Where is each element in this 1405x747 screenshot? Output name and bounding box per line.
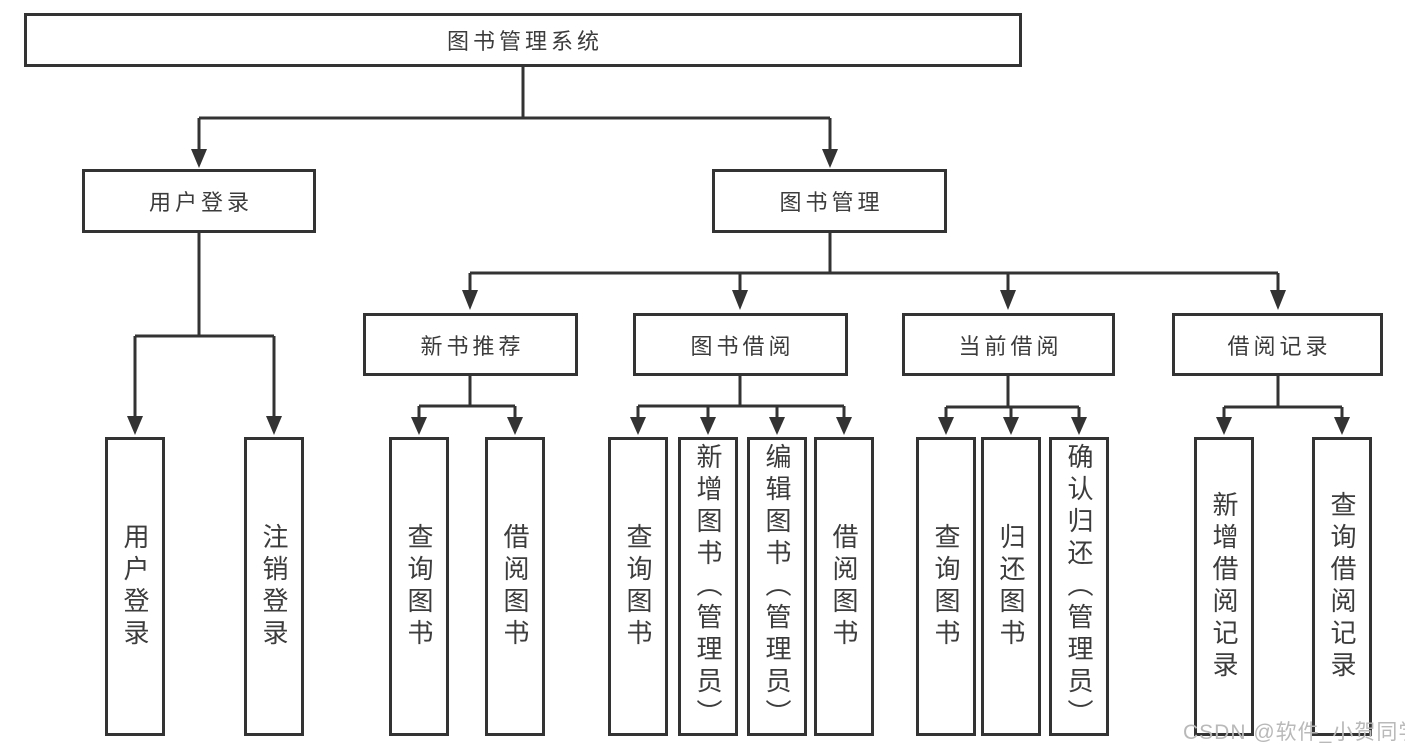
connector-root-to-level1 — [191, 67, 838, 168]
node-book-borrow-label: 图书借阅 — [690, 333, 795, 359]
csdn-watermark: CSDN @软件_小贺同学 — [1183, 721, 1405, 744]
leaf-new-book-borrow-books: 借阅图书 — [485, 437, 545, 736]
node-library-management-system-label: 图书管理系统 — [446, 29, 603, 54]
leaf-add-borrow-record: 新增借阅记录 — [1194, 437, 1254, 736]
leaf-new-book-query-books: 查询图书 — [389, 437, 449, 736]
node-user-login: 用户登录 — [82, 169, 316, 233]
node-borrow-records: 借阅记录 — [1172, 313, 1383, 376]
leaf-new-book-borrow-books-label: 借阅图书 — [500, 522, 530, 651]
node-borrow-records-label: 借阅记录 — [1227, 333, 1332, 359]
leaf-book-borrow-query-books-label: 查询图书 — [623, 522, 653, 651]
node-current-borrow: 当前借阅 — [902, 313, 1115, 376]
leaf-book-borrow-query-books: 查询图书 — [608, 437, 668, 736]
leaf-logout: 注销登录 — [244, 437, 304, 736]
leaf-return-books-label: 归还图书 — [996, 522, 1026, 651]
leaf-query-borrow-record: 查询借阅记录 — [1312, 437, 1372, 736]
connector-user-login-to-leaves — [127, 233, 282, 435]
leaf-logout-label: 注销登录 — [259, 522, 289, 651]
leaf-add-book-admin-label: 新增图书（管理员） — [693, 442, 723, 731]
leaf-new-book-query-books-label: 查询图书 — [404, 522, 434, 651]
leaf-book-borrow-borrow-books: 借阅图书 — [814, 437, 874, 736]
node-library-management-system: 图书管理系统 — [24, 13, 1022, 67]
node-book-management: 图书管理 — [712, 169, 947, 233]
leaf-add-book-admin: 新增图书（管理员） — [678, 437, 738, 736]
connector-borrow-records-to-leaves — [1216, 376, 1350, 435]
leaf-user-login: 用户登录 — [105, 437, 165, 736]
leaf-return-books: 归还图书 — [981, 437, 1041, 736]
leaf-add-borrow-record-label: 新增借阅记录 — [1209, 490, 1239, 683]
connector-new-book-to-leaves — [411, 376, 523, 435]
leaf-confirm-return-admin-label: 确认归还（管理员） — [1064, 442, 1094, 731]
leaf-current-query-books: 查询图书 — [916, 437, 976, 736]
node-new-book-recommend: 新书推荐 — [363, 313, 578, 376]
leaf-confirm-return-admin: 确认归还（管理员） — [1049, 437, 1109, 736]
leaf-edit-book-admin-label: 编辑图书（管理员） — [762, 442, 792, 731]
node-book-borrow: 图书借阅 — [633, 313, 848, 376]
node-user-login-label: 用户登录 — [148, 190, 253, 215]
node-book-management-label: 图书管理 — [779, 190, 884, 215]
leaf-current-query-books-label: 查询图书 — [931, 522, 961, 651]
leaf-edit-book-admin: 编辑图书（管理员） — [747, 437, 807, 736]
leaf-query-borrow-record-label: 查询借阅记录 — [1327, 490, 1357, 683]
connector-book-management-to-level2 — [462, 233, 1286, 310]
connector-book-borrow-to-leaves — [630, 376, 852, 435]
connector-current-borrow-to-leaves — [938, 376, 1087, 435]
leaf-user-login-label: 用户登录 — [120, 522, 150, 651]
node-new-book-recommend-label: 新书推荐 — [420, 333, 525, 359]
node-current-borrow-label: 当前借阅 — [958, 333, 1063, 359]
leaf-book-borrow-borrow-books-label: 借阅图书 — [829, 522, 859, 651]
